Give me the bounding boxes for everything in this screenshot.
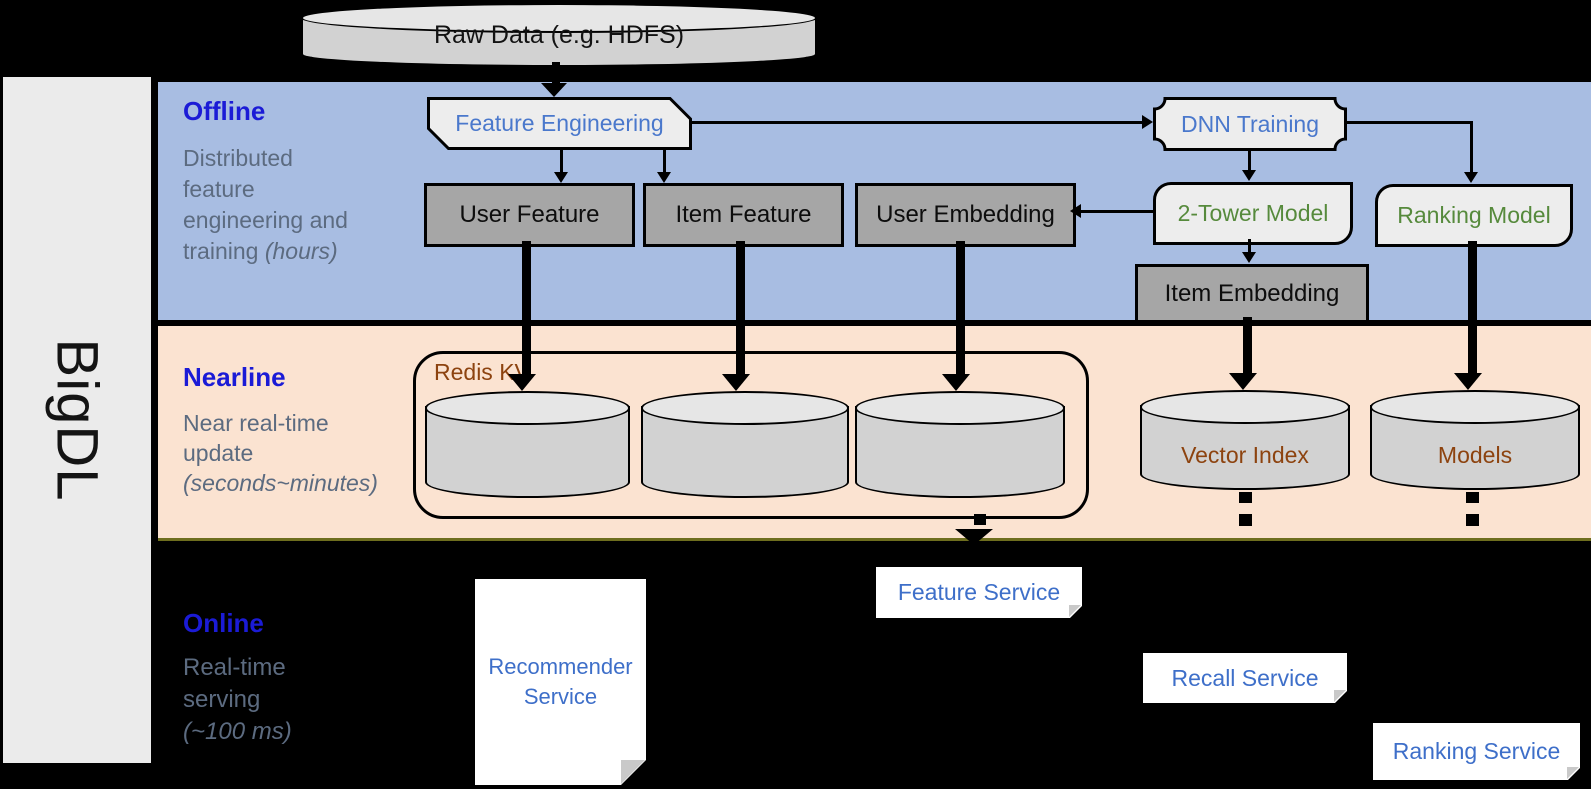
redis-cylinder-2 (641, 391, 849, 498)
dnn-training-label: DNN Training (1180, 110, 1320, 137)
arrow-fe-to-itemfeature-line (663, 150, 666, 173)
dashed-redis-to-featureservice-head (955, 529, 993, 545)
raw-data-label: Raw Data (e.g. HDFS) (433, 21, 685, 49)
folded-corner-flap (621, 760, 645, 784)
folded-corner-flap (1567, 767, 1579, 779)
arrow-twotower-to-userembedding-line (1081, 210, 1153, 213)
arrow-rawdata-to-fe-stem (552, 62, 560, 84)
item-feature-node: Item Feature (643, 183, 844, 247)
bigdl-sidebar: BigDL (3, 77, 151, 763)
arrow-rankingmodel-to-models-head (1454, 373, 1482, 390)
arrow-userembedding-to-redis-head (942, 374, 970, 391)
arrow-dnn-to-ranking-head (1464, 172, 1478, 183)
arrow-itemembedding-to-vectorindex-stem (1243, 317, 1252, 373)
arrow-fe-to-itemfeature-head (657, 172, 671, 183)
dashed-redis-to-featureservice-dash (974, 514, 986, 525)
feature-engineering-label: Feature Engineering (455, 110, 664, 136)
recommender-service-node: Recommender Service (475, 579, 647, 786)
dashed-models-drop-2 (1466, 514, 1479, 526)
ranking-service-node: Ranking Service (1373, 723, 1581, 781)
arrow-userembedding-to-redis-stem (956, 241, 965, 375)
offline-description: Distributed feature engineering and trai… (183, 145, 348, 264)
bigdl-logo-text: BigDL (44, 338, 110, 502)
nearline-title: Nearline (183, 362, 286, 392)
dnn-training-shape (1153, 97, 1347, 151)
arrow-itemfeature-to-redis-stem (736, 241, 745, 375)
recall-service-node: Recall Service (1143, 653, 1348, 704)
dashed-vectorindex-drop-1 (1239, 492, 1252, 503)
nearline-description: Near real-time update (seconds~minutes) (183, 410, 378, 496)
arrow-dnn-to-twotower-head (1242, 170, 1256, 181)
dashed-models-drop-1 (1466, 492, 1479, 503)
arrow-userfeature-to-redis-stem (522, 241, 531, 375)
raw-data-cylinder-top (301, 3, 817, 33)
online-title: Online (183, 608, 264, 638)
vector-index-cylinder: Vector Index (1140, 390, 1350, 490)
feature-engineering-node: Feature Engineering (427, 97, 692, 150)
arrow-fe-to-userfeature-head (554, 172, 568, 183)
redis-kv-container: Redis KV (413, 351, 1089, 519)
arrow-dnn-to-ranking-vline (1470, 121, 1473, 173)
models-label: Models (1437, 441, 1513, 468)
arrow-fe-to-userfeature-line (560, 150, 563, 173)
arrow-dnn-to-ranking-hline (1347, 121, 1473, 124)
user-feature-node: User Feature (424, 183, 635, 247)
vector-index-label: Vector Index (1181, 441, 1309, 468)
dashed-vectorindex-drop-2 (1239, 514, 1252, 526)
arrow-itemfeature-to-redis-head (722, 374, 750, 391)
user-embedding-node: User Embedding (855, 183, 1076, 247)
folded-corner-flap (1069, 605, 1081, 617)
arrow-twotower-to-itemembedding-line (1248, 239, 1251, 253)
arrow-userfeature-to-redis-head (508, 374, 536, 391)
ranking-model-node: Ranking Model (1375, 184, 1573, 247)
arrow-rawdata-to-fe-head (541, 83, 567, 97)
redis-cylinder-1 (425, 391, 630, 498)
dnn-training-node: DNN Training (1153, 97, 1347, 151)
raw-data-cylinder: Raw Data (e.g. HDFS) (301, 3, 817, 67)
arrow-twotower-to-itemembedding-head (1242, 252, 1256, 263)
arrow-twotower-to-userembedding-head (1070, 204, 1081, 218)
redis-cylinder-3 (855, 391, 1065, 498)
feature-service-node: Feature Service (876, 567, 1083, 619)
recommender-service-line1: Recommender (488, 654, 633, 679)
models-cylinder: Models (1370, 390, 1580, 490)
arrow-rankingmodel-to-models-stem (1468, 241, 1477, 373)
arrow-itemembedding-to-vectorindex-head (1229, 373, 1257, 390)
two-tower-model-node: 2-Tower Model (1153, 182, 1353, 245)
nearline-online-divider (158, 538, 1591, 541)
item-embedding-node: Item Embedding (1135, 264, 1369, 323)
arrow-fe-to-dnn-line (692, 121, 1144, 124)
online-description: Real-time serving (~100 ms) (183, 654, 292, 745)
feature-engineering-shape (427, 97, 692, 150)
arrow-dnn-to-twotower-line (1248, 151, 1251, 171)
offline-title: Offline (183, 96, 266, 126)
folded-corner-flap (1334, 690, 1346, 702)
recommender-service-line2: Service (523, 684, 598, 709)
arrow-fe-to-dnn-head (1142, 115, 1153, 129)
